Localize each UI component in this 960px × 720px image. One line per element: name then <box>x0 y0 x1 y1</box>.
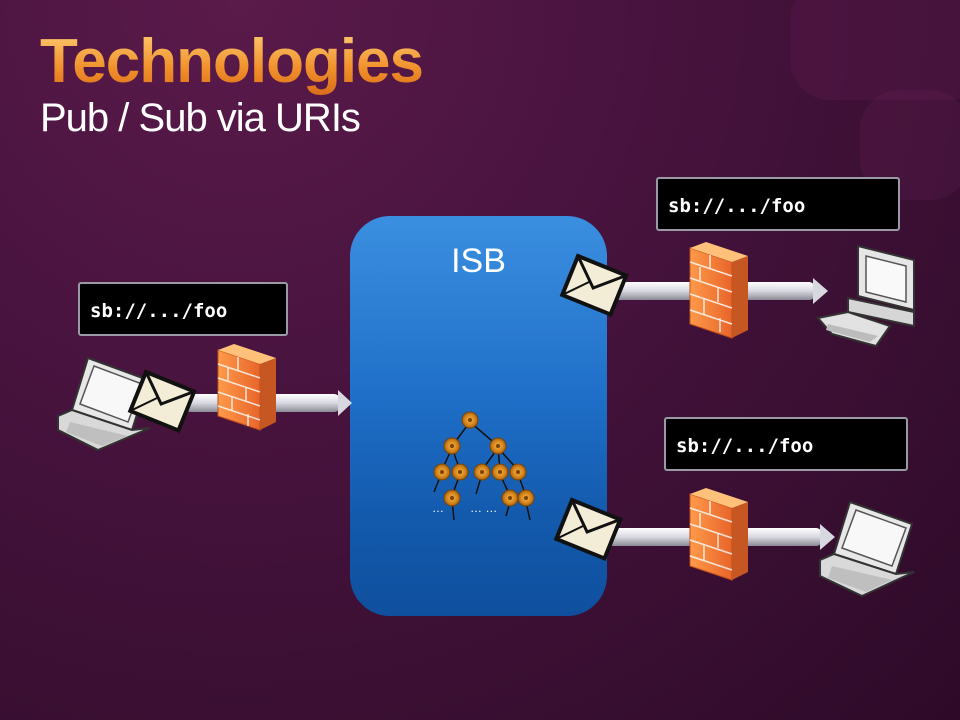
uri-label-left: sb://.../foo <box>78 282 288 336</box>
envelope-icon <box>559 253 629 318</box>
firewall-icon <box>217 344 276 431</box>
firewall-icon <box>689 242 748 339</box>
isb-label: ISB <box>451 242 506 280</box>
envelope-icon <box>553 497 623 562</box>
uri-label-top-right: sb://.../foo <box>656 177 900 231</box>
page-title: Technologies <box>40 27 424 96</box>
tree-ellipsis: … <box>432 501 444 515</box>
page-subtitle: Pub / Sub via URIs <box>40 96 361 140</box>
tree-ellipsis: … … <box>470 501 497 515</box>
isb-bus-panel: ISB <box>350 216 607 616</box>
laptop-icon <box>819 500 915 598</box>
background-shape <box>790 0 960 100</box>
tree-diagram-icon: … … … <box>432 411 535 521</box>
desktop-computer-icon <box>816 244 915 348</box>
uri-label-bottom-right: sb://.../foo <box>664 417 908 471</box>
envelope-icon <box>127 369 197 434</box>
firewall-icon <box>689 488 748 581</box>
